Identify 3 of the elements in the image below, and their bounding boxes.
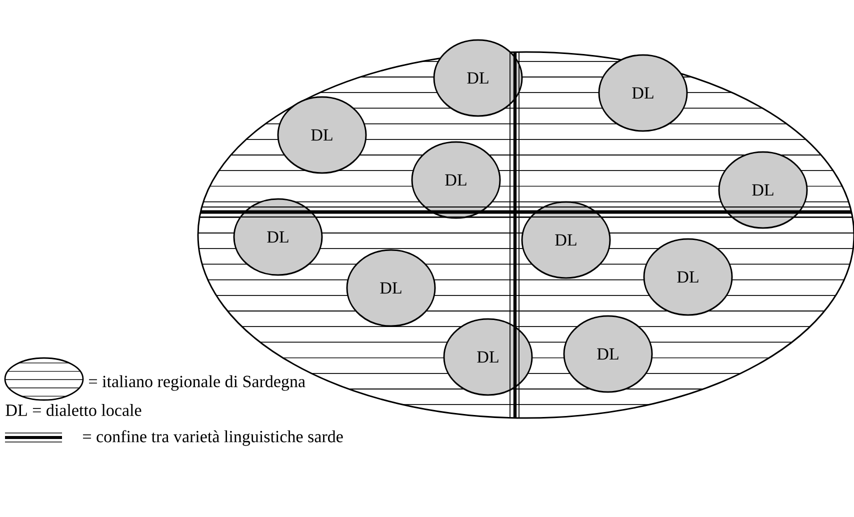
legend-text: = confine tra varietà linguistiche sarde	[83, 430, 343, 446]
legend-text: = italiano regionale di Sardegna	[89, 375, 306, 391]
legend-text: DL = dialetto locale	[6, 404, 142, 416]
